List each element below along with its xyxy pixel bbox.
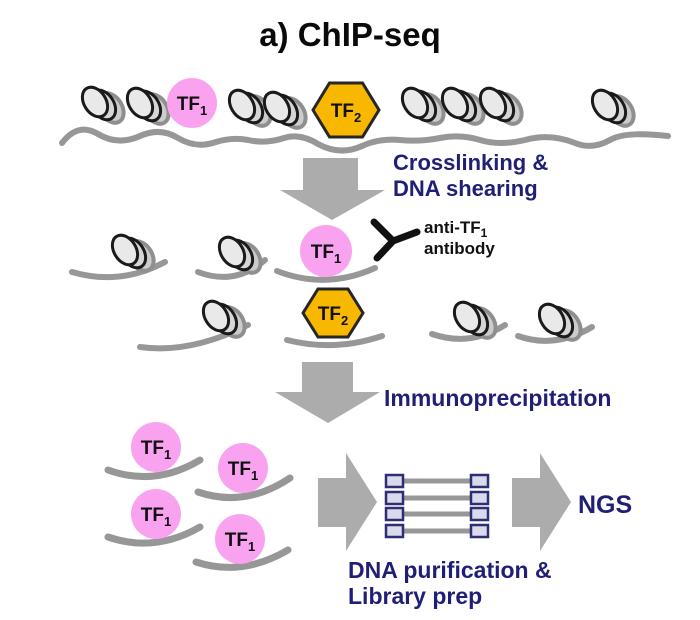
crosslinking-label-line1: Crosslinking & [393,150,548,175]
adapter-box [469,523,490,539]
tf2-protein: TF2 [311,81,381,139]
dna-fragment [194,474,294,502]
library-fragment [384,523,490,539]
purification-label-line1: DNA purification & [348,557,552,583]
fragment-bar [399,478,474,484]
adapter-box [469,490,490,506]
chromatin-dna-strand [59,126,671,154]
tf1-circle [218,443,268,493]
tf1-label: TF1 [311,242,341,266]
library-fragment [384,490,490,506]
tf1-circle [300,225,352,277]
tf2-protein: TF2 [301,287,365,339]
nucleosome-icon [120,81,176,131]
tf1-label: TF1 [141,505,171,529]
tf1-protein: TF1 [300,225,352,277]
dna-fragment [69,259,168,281]
dna-fragment [104,523,204,547]
nucleosome-icon [395,81,451,131]
tf1-label: TF1 [225,530,255,554]
tf1-protein: TF1 [167,78,217,128]
adapter-box [384,490,405,506]
tf2-label: TF2 [318,304,348,328]
nucleosome-icon [585,83,641,133]
tf1-protein: TF1 [215,514,265,564]
antibody-icon [370,218,421,262]
dna-fragment [104,456,204,481]
diagram-title: a) ChIP-seq [259,16,441,53]
tf2-label: TF2 [331,101,361,125]
fragment-bar [399,511,474,517]
dna-fragment [515,324,595,344]
tf1-circle [167,78,217,128]
nucleosome-icon [212,230,268,280]
dna-fragment [192,546,292,571]
down-arrow-icon [275,362,380,423]
tf2-hexagon [311,81,381,139]
adapter-box [384,523,405,539]
tf1-label: TF1 [228,459,258,483]
adapter-box [469,506,490,522]
right-arrow-icon [318,453,377,551]
fragment-bar [399,495,474,501]
purification-label-line2: Library prep [348,583,482,609]
dna-fragment [284,333,385,349]
tf1-circle [215,514,265,564]
dna-fragment [274,265,378,283]
antibody-label-line1: anti-TF1 [424,218,488,240]
adapter-box [469,473,490,489]
down-arrow-icon [280,158,385,220]
crosslinking-label-line2: DNA shearing [393,176,538,201]
tf1-protein: TF1 [218,443,268,493]
library-fragment [384,473,490,489]
library-fragments [384,473,490,539]
adapter-box [384,473,405,489]
nucleosome-icon [75,80,131,130]
library-fragment [384,506,490,522]
nucleosome-icon [105,228,161,278]
antibody-label-line2: antibody [424,239,495,258]
immunoprecipitation-label: Immunoprecipitation [384,385,611,411]
adapter-box [384,506,405,522]
tf1-circle [131,422,181,472]
tf1-label: TF1 [177,94,207,118]
ngs-label: NGS [578,491,632,519]
dna-fragment [429,322,508,342]
tf1-label: TF1 [141,438,171,462]
tf1-circle [131,489,181,539]
tf1-protein: TF1 [131,422,181,472]
tf1-protein: TF1 [131,489,181,539]
fragment-bar [399,528,474,534]
right-arrow-icon [512,453,571,551]
tf2-hexagon [301,287,365,339]
